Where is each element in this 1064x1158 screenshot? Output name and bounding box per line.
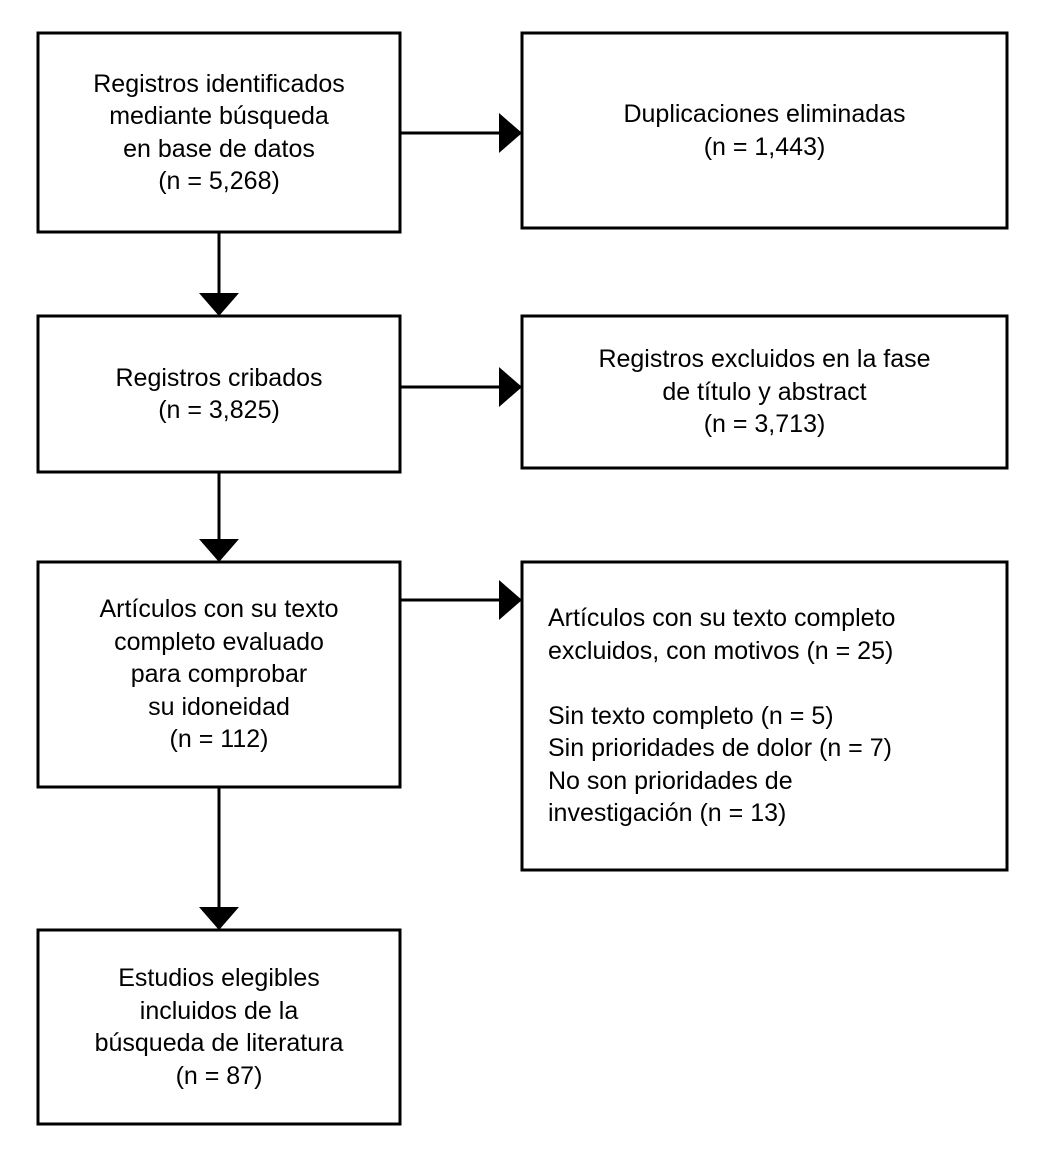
box-records-excluded-title-abstract — [520, 314, 1009, 470]
box-records-identified — [36, 31, 402, 234]
box-records-screened — [36, 314, 402, 474]
arrow-eligibility-to-included — [199, 787, 239, 930]
arrow-screened-to-excluded-screening — [400, 367, 522, 407]
arrow-identified-to-duplicates — [400, 113, 522, 153]
arrow-identified-to-screened — [199, 232, 239, 316]
arrow-screened-to-eligibility — [199, 472, 239, 562]
box-full-text-assessed — [36, 560, 402, 789]
box-duplicates-removed — [520, 31, 1009, 230]
box-full-text-excluded-with-reasons — [520, 560, 1009, 872]
arrow-eligibility-to-excluded-fulltext — [400, 580, 522, 620]
box-studies-included — [36, 928, 402, 1126]
